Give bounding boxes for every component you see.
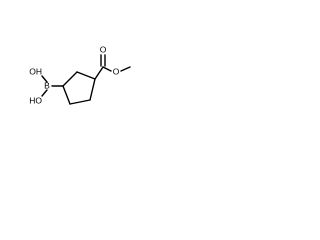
bond-ring-c5-c1 — [62, 85, 71, 105]
bonds — [41, 54, 131, 105]
hydroxyl-upper-label: OH — [29, 66, 42, 76]
bond-ester-oxygen-methyl — [120, 66, 131, 72]
bond-b-oh-upper — [41, 75, 48, 83]
bond-ring-c1-c2 — [62, 71, 78, 87]
chemical-structure: B OH HO O O — [29, 44, 131, 105]
atom-labels: B OH HO O O — [29, 44, 119, 105]
ester-oxygen-label: O — [113, 66, 120, 76]
bond-ring-c2-c3 — [76, 71, 96, 80]
bond-ring-c4-c5 — [69, 99, 91, 105]
bond-ring-carbonyl-carbon — [94, 66, 104, 80]
hydroxyl-lower-label: HO — [29, 95, 42, 105]
carbonyl-oxygen-label: O — [100, 44, 107, 54]
boron-label: B — [44, 80, 50, 90]
bond-b-oh-lower — [41, 89, 48, 97]
bond-carbonyl-ester-oxygen — [102, 66, 112, 72]
bond-ring-c3-c4 — [89, 78, 96, 101]
